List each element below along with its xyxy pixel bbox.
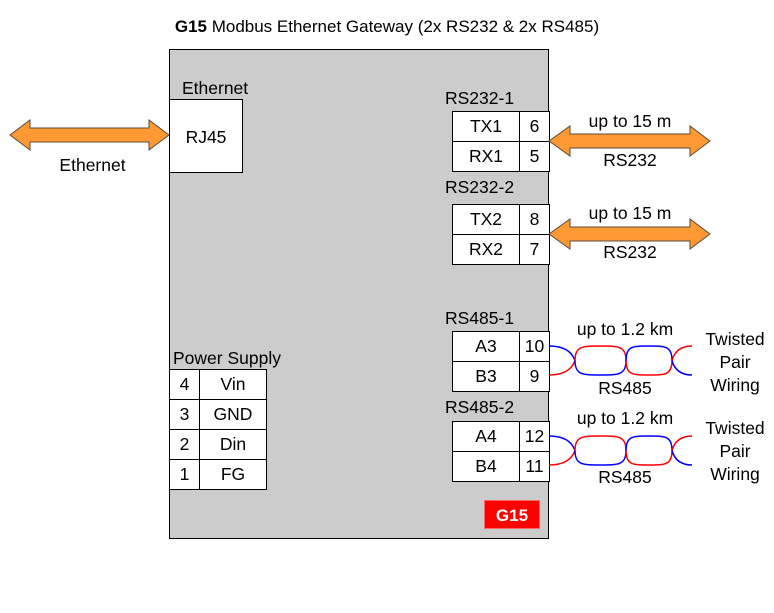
- rs232-1-double-arrow: [548, 125, 711, 157]
- pin-number: 6: [519, 111, 550, 142]
- title-model: G15: [174, 17, 207, 36]
- rs485-1-label: RS485-1: [445, 308, 515, 328]
- wire-segment-bottom: [625, 360, 673, 376]
- wiring-line: Pair: [719, 441, 751, 461]
- pin-number: 10: [519, 331, 550, 362]
- rs232-2-double-arrow: [548, 218, 711, 250]
- wire-segment-top: [625, 345, 673, 361]
- pin-signal: RX1: [452, 141, 520, 172]
- wire-segment-top: [574, 345, 627, 361]
- pin-signal: A3: [452, 331, 520, 362]
- wiring-line: Twisted: [705, 329, 765, 349]
- wire-segment-top: [625, 435, 673, 451]
- pin-number: 11: [519, 451, 550, 482]
- wiring-line: Wiring: [710, 375, 760, 395]
- rs232-2-distance: up to 15 m: [588, 203, 672, 223]
- wire-segment-top: [548, 345, 576, 361]
- rs232-1-distance: up to 15 m: [588, 111, 672, 131]
- wire-segment-bottom: [548, 450, 576, 466]
- wire-segment-bottom: [625, 450, 673, 466]
- rj45-port: RJ45: [169, 99, 243, 173]
- ethernet-section-label: Ethernet: [182, 78, 249, 98]
- wiring-line: Wiring: [710, 464, 760, 484]
- power-supply-label: Power Supply: [173, 348, 281, 368]
- g15-badge: G15: [484, 500, 540, 529]
- ethernet-cable-label: Ethernet: [59, 155, 126, 175]
- rs232-1-label: RS232-1: [445, 88, 515, 108]
- pin-signal: B3: [452, 361, 520, 392]
- rj45-label: RJ45: [185, 127, 227, 147]
- wire-segment-bottom: [671, 360, 693, 376]
- wire-segment-top: [548, 435, 576, 451]
- rs232-2-label: RS232-2: [445, 177, 515, 197]
- rs485-1-wiring-note: Twisted Pair Wiring: [694, 328, 774, 397]
- pin-number: 7: [519, 234, 550, 265]
- rs232-2-type: RS232: [603, 242, 657, 262]
- pin-number: 5: [519, 141, 550, 172]
- pin-signal: RX2: [452, 234, 520, 265]
- rs485-2-type: RS485: [598, 467, 652, 487]
- wire-segment-bottom: [671, 450, 693, 466]
- rs485-2-twisted-pair: [548, 435, 693, 466]
- wiring-line: Twisted: [705, 418, 765, 438]
- pin-signal: B4: [452, 451, 520, 482]
- wiring-line: Pair: [719, 352, 751, 372]
- wire-segment-top: [574, 435, 627, 451]
- title-text: Modbus Ethernet Gateway (2x RS232 & 2x R…: [206, 17, 600, 36]
- pin-signal: A4: [452, 421, 520, 452]
- wire-segment-bottom: [548, 360, 576, 376]
- rs485-1-twisted-pair: [548, 345, 693, 376]
- pin-signal: TX1: [452, 111, 520, 142]
- rs485-2-wiring-note: Twisted Pair Wiring: [694, 417, 774, 486]
- pin-signal: TX2: [452, 204, 520, 235]
- rs485-1-distance: up to 1.2 km: [576, 319, 674, 339]
- wire-segment-bottom: [574, 450, 627, 466]
- rs485-2-label: RS485-2: [445, 397, 515, 417]
- ethernet-double-arrow: [9, 119, 170, 151]
- pin-number: 8: [519, 204, 550, 235]
- wire-segment-top: [671, 345, 693, 361]
- wire-segment-top: [671, 435, 693, 451]
- diagram-title: G15 Modbus Ethernet Gateway (2x RS232 & …: [0, 17, 774, 37]
- pin-signal: Din: [199, 429, 267, 460]
- rs485-2-distance: up to 1.2 km: [576, 408, 674, 428]
- pin-number: 9: [519, 361, 550, 392]
- rs232-1-type: RS232: [603, 150, 657, 170]
- pin-signal: FG: [199, 459, 267, 490]
- rs485-1-type: RS485: [598, 378, 652, 398]
- wire-segment-bottom: [574, 360, 627, 376]
